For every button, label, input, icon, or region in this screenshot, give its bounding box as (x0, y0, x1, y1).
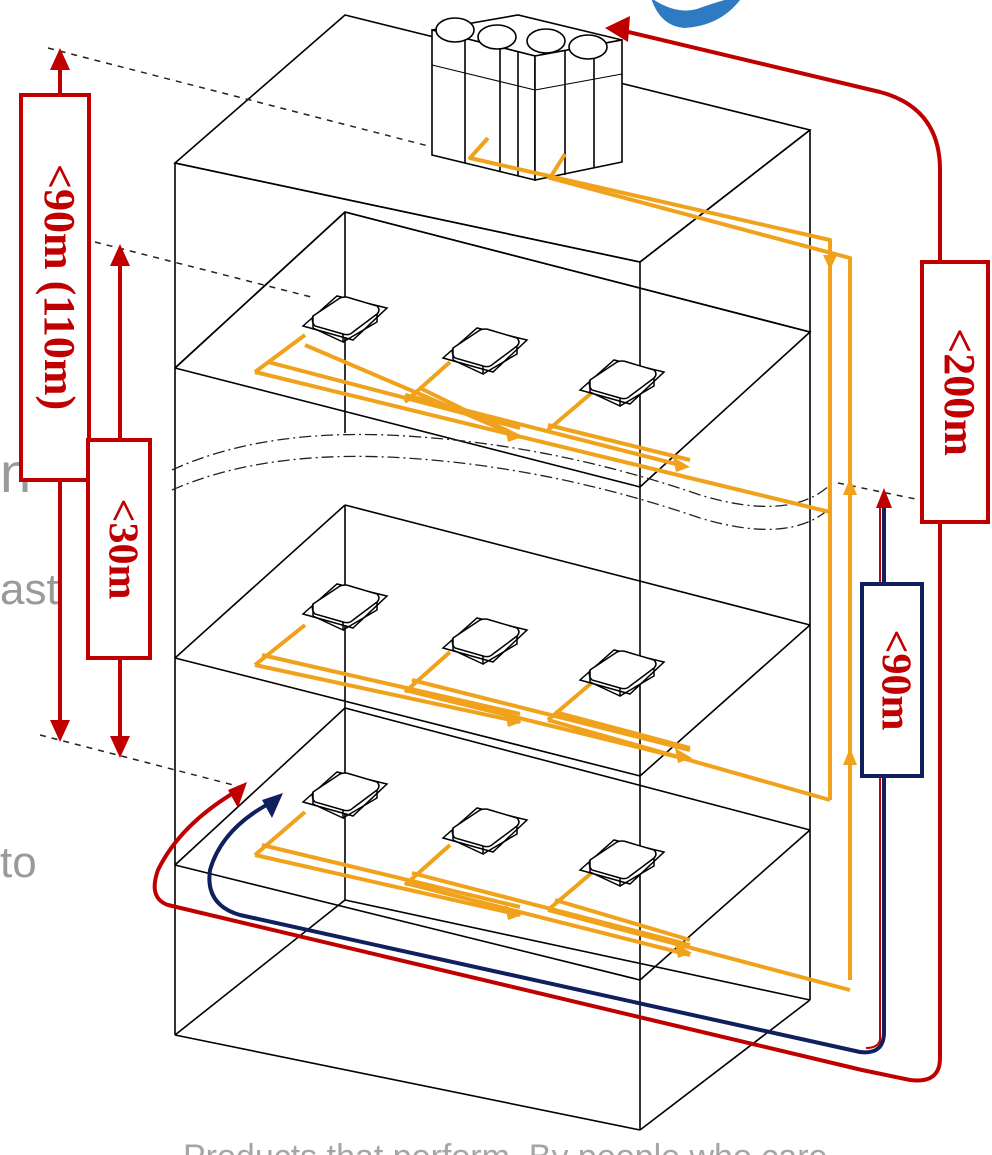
background-text-fragment: to (0, 838, 37, 887)
dimension-label-total-length: <200m (935, 328, 984, 456)
arrowhead-icon (228, 782, 247, 808)
arrowhead-icon (262, 793, 283, 818)
cassette-indoor-unit-icon (578, 359, 666, 408)
dimension-label-branch-length: <90m (872, 630, 918, 731)
dimension-label-indoor-to-indoor: <30m (99, 499, 145, 600)
footer-tagline: Products that perform. By people who car… (183, 1138, 837, 1155)
fan-blade-icon (651, 0, 740, 28)
background-text-fragment: ast (0, 565, 59, 614)
building-outline (173, 14, 812, 1131)
branch-length-line-shadow (865, 502, 881, 1049)
section-break-line (171, 433, 831, 508)
label-box (86, 438, 152, 660)
cassette-indoor-unit-icon (578, 839, 666, 888)
cassette-indoor-unit-icon (301, 295, 389, 344)
cassette-indoor-unit-icon (578, 649, 666, 698)
refrigerant-pipes (253, 136, 852, 992)
label-box (920, 260, 990, 524)
branch-length-line (207, 500, 886, 1055)
dimension-label-outdoor-to-indoor: <90m (110m) (35, 164, 84, 410)
flow-arrows (505, 255, 857, 958)
section-break-line (171, 455, 831, 531)
cassette-indoor-unit-icon (301, 583, 389, 632)
total-length-line (152, 28, 942, 1083)
label-box (19, 93, 91, 482)
cassette-indoor-unit-icon (441, 327, 529, 376)
cassette-indoor-unit-icon (441, 807, 529, 856)
label-box (860, 582, 924, 778)
arrowhead-icon (876, 488, 892, 508)
vrf-outdoor-unit-icon (431, 14, 623, 182)
cassette-indoor-unit-icon (441, 617, 529, 666)
indoor-units (301, 295, 666, 888)
cassette-indoor-unit-icon (301, 771, 389, 820)
arrowhead-icon (605, 16, 630, 42)
